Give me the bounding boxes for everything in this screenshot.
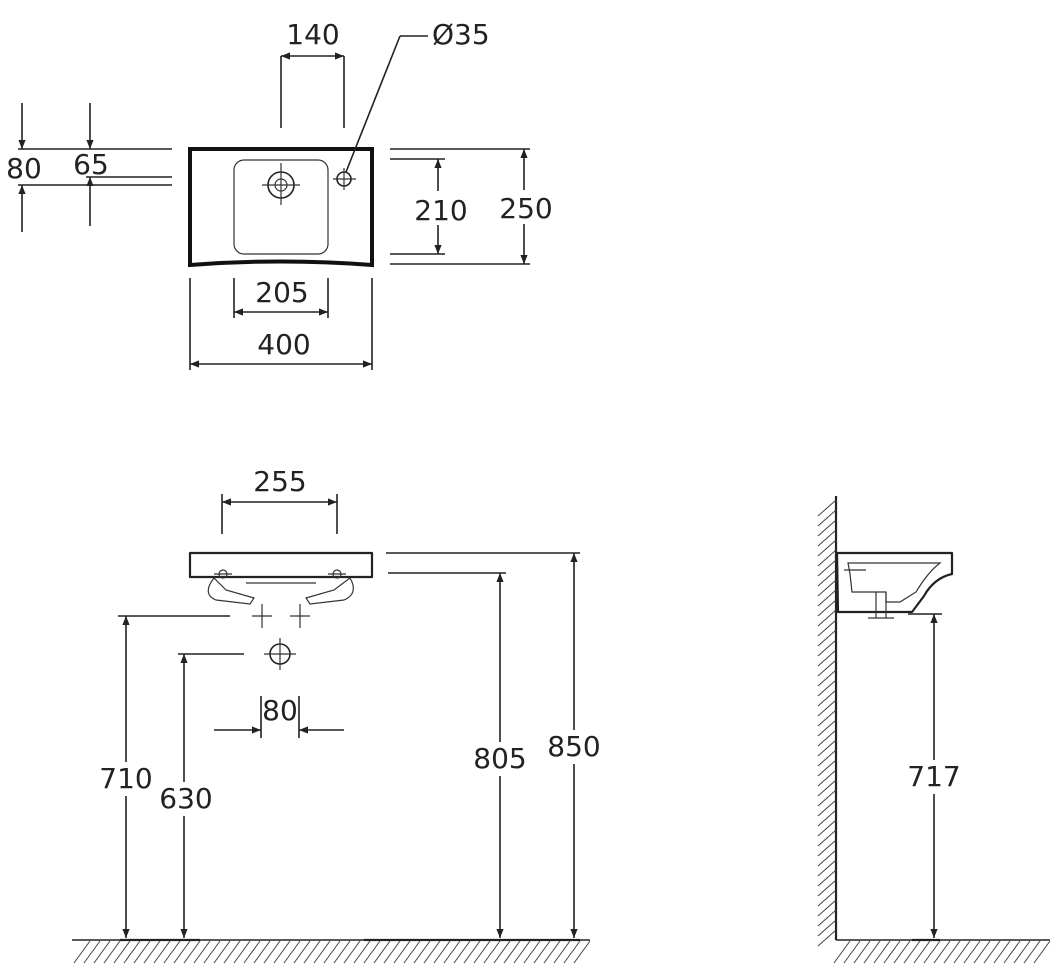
basin-inner-side [847,562,942,603]
fixing-screw-right [328,569,346,579]
dim-850-label: 850 [547,730,600,763]
dim-250-label: 250 [499,192,552,225]
dim-65-label: 65 [73,148,109,181]
bowl-outline [233,159,329,255]
drain-symbol [262,163,300,205]
dim-205-label: 205 [255,276,308,309]
dim-255-label: 255 [253,465,306,498]
support-bracket-left [207,577,255,605]
tap-hole-symbol [333,168,356,190]
wall-waste-symbol [264,638,296,670]
top-view: 140 Ø35 80 65 210 250 205 4 [6,18,554,370]
basin-outline-front [188,551,374,579]
support-bracket-right [305,577,354,605]
dim-80-front-label: 80 [262,694,298,727]
front-view: 255 80 710 630 805 850 [72,465,604,964]
dim-210-label: 210 [414,194,467,227]
waste-outlet [246,582,316,628]
dim-710-label: 710 [99,762,152,795]
dim-630-label: 630 [159,782,212,815]
floor-line-side [833,938,1051,964]
basin-outline-top [188,147,374,268]
wall-hatched [817,496,838,947]
dim-400-label: 400 [257,328,310,361]
basin-outline-side [835,551,954,614]
dim-717-label: 717 [907,760,960,793]
dim-140-label: 140 [286,18,339,51]
floor-line-front [72,938,591,964]
dim-dia35-label: Ø35 [432,18,490,51]
dim-80-top-label: 80 [6,152,42,185]
dim-805-label: 805 [473,742,526,775]
fixing-screw-left [214,569,232,579]
side-view: 717 [817,496,1051,964]
